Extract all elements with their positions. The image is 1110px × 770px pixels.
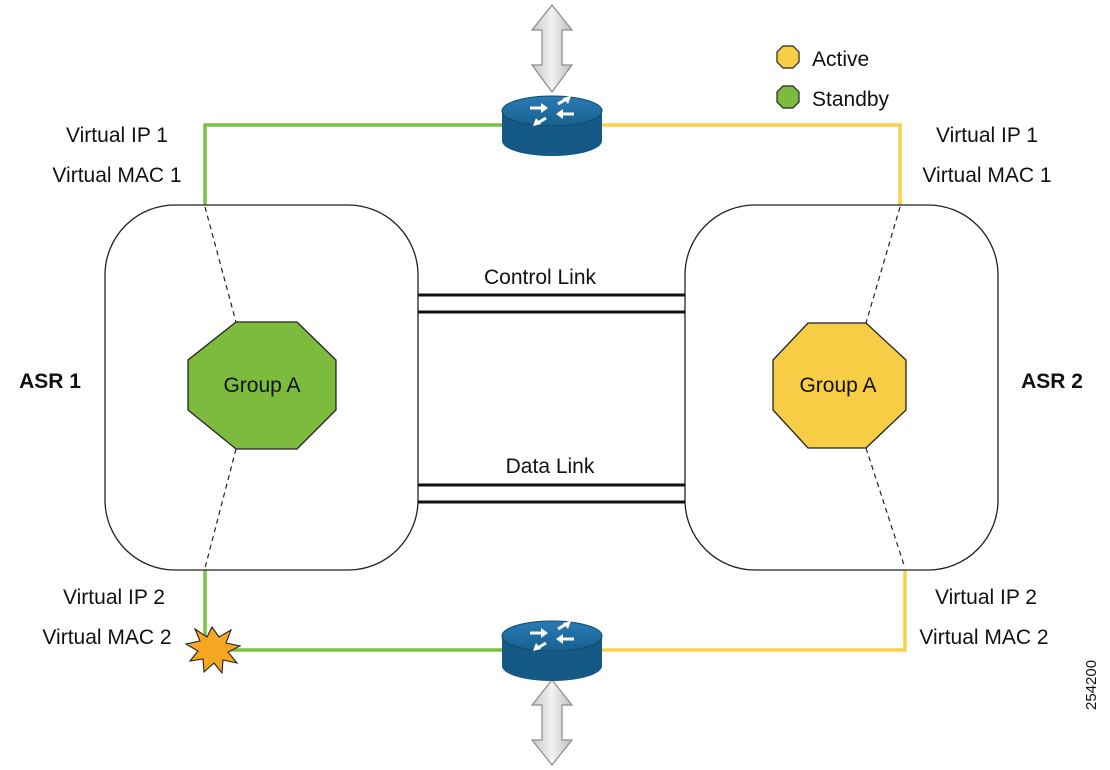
legend-active-octagon-icon [776,45,800,69]
legend-standby-octagon-icon [776,85,800,109]
control-link-label: Control Link [484,266,597,289]
asr2-name: ASR 2 [1021,370,1083,393]
asr2-virtual-ip-1: Virtual IP 1 [936,124,1038,147]
data-link-label: Data Link [506,455,595,478]
asr1-virtual-ip-2: Virtual IP 2 [63,586,165,609]
asr1-group-label: Group A [223,374,300,397]
control-link [418,293,685,314]
bottom-bidirectional-arrow-icon [530,679,574,766]
asr1-group-a-octagon-standby [187,321,337,450]
legend-active-label: Active [812,48,869,71]
asr2-virtual-mac-2: Virtual MAC 2 [919,626,1048,649]
asr2-group-label: Group A [799,374,876,397]
asr1-virtual-mac-2: Virtual MAC 2 [42,626,171,649]
figure-id: 254200 [1083,660,1100,710]
asr1-virtual-ip-1: Virtual IP 1 [66,124,168,147]
bottom-router-icon [501,620,603,681]
legend-standby-label: Standby [812,88,890,111]
link-failure-burst-icon [184,625,242,675]
asr1-name: ASR 1 [19,370,81,393]
top-bidirectional-arrow-icon [530,4,574,94]
asr1-virtual-mac-1: Virtual MAC 1 [52,164,181,187]
legend: Active Standby [776,45,890,111]
dashed-connectors [204,206,906,569]
top-left-green-link [203,123,505,205]
top-router-icon [501,95,603,156]
bottom-left-green-link [203,570,505,652]
data-link [418,483,685,504]
top-right-yellow-link [595,123,902,205]
asr2-group-a-octagon-active [772,322,907,449]
bottom-right-yellow-link [595,570,907,652]
asr2-virtual-ip-2: Virtual IP 2 [935,586,1037,609]
asr2-virtual-mac-1: Virtual MAC 1 [922,164,1051,187]
